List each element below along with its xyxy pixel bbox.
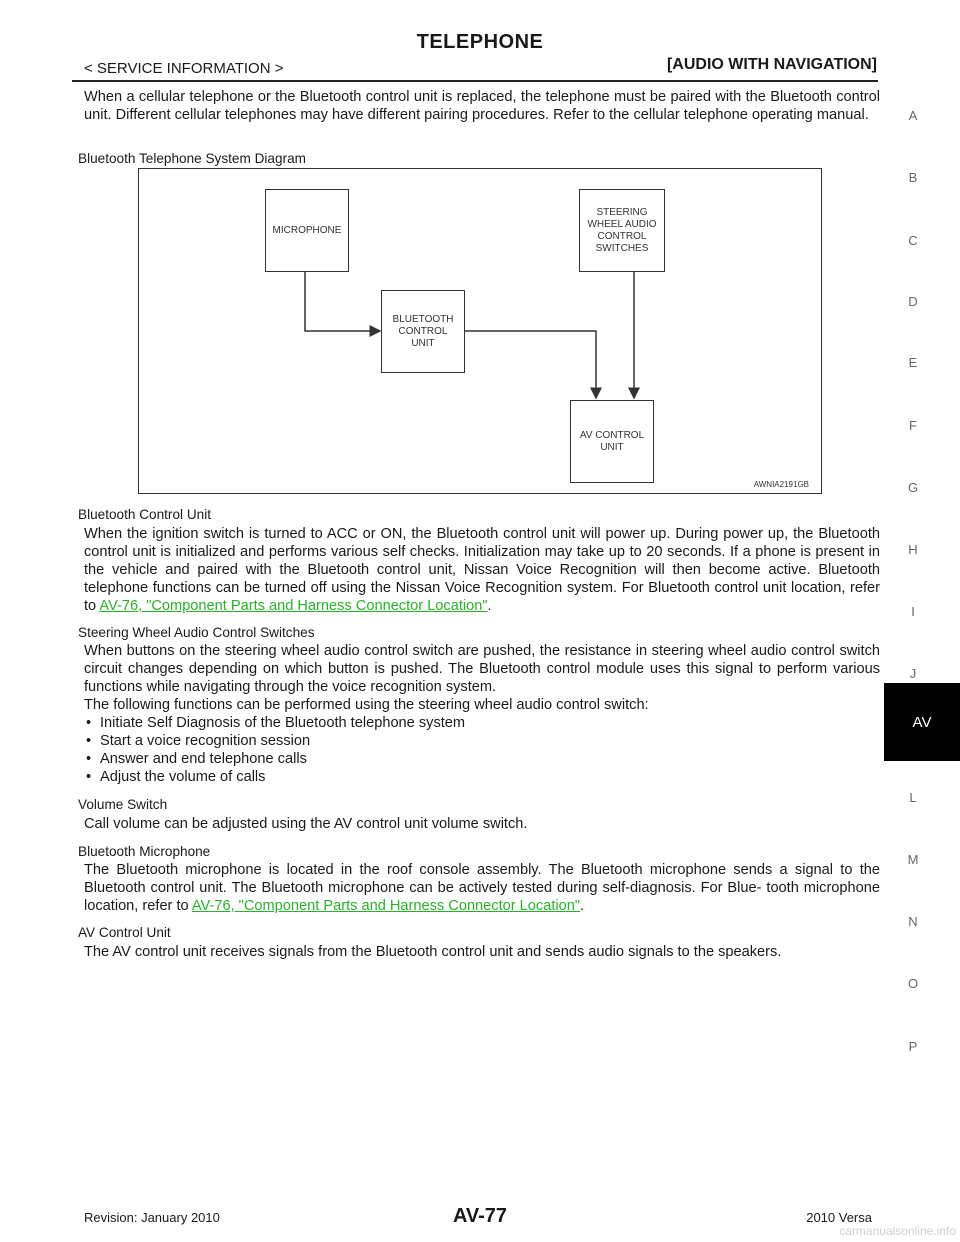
section-label: [AUDIO WITH NAVIGATION] bbox=[666, 56, 877, 73]
revision-date: Revision: January 2010 bbox=[84, 1210, 220, 1225]
side-tab-l[interactable]: L bbox=[909, 790, 917, 805]
section-body-bluetooth-microphone: The Bluetooth microphone is located in t… bbox=[84, 862, 880, 914]
steering-switches-box: STEERING WHEEL AUDIO CONTROL SWITCHES bbox=[579, 189, 665, 272]
diagram-caption: Bluetooth Telephone System Diagram bbox=[78, 151, 306, 166]
section-heading-volume-switch: Volume Switch bbox=[78, 797, 168, 812]
side-tab-b[interactable]: B bbox=[908, 170, 918, 185]
functions-intro: The following functions can be performed… bbox=[84, 697, 649, 713]
functions-list: Initiate Self Diagnosis of the Bluetooth… bbox=[86, 714, 465, 786]
diagram-connectors bbox=[304, 271, 640, 400]
side-tab-o[interactable]: O bbox=[907, 976, 919, 991]
vehicle-model: 2010 Versa bbox=[806, 1210, 872, 1225]
bluetooth-to-av-line bbox=[464, 330, 602, 400]
page-title: TELEPHONE bbox=[416, 31, 544, 53]
side-tab-d[interactable]: D bbox=[908, 294, 918, 309]
component-parts-link[interactable]: AV-76, "Component Parts and Harness Conn… bbox=[191, 898, 581, 914]
page-number: AV-77 bbox=[452, 1205, 508, 1227]
av-control-unit-box: AV CONTROL UNIT bbox=[570, 400, 654, 483]
list-item: Start a voice recognition session bbox=[86, 732, 465, 750]
section-heading-av-control-unit: AV Control Unit bbox=[78, 925, 171, 940]
bluetooth-control-unit-box: BLUETOOTH CONTROL UNIT bbox=[381, 290, 465, 373]
mic-to-bluetooth-line bbox=[304, 271, 382, 337]
diagram-id: AWNIA2191GB bbox=[753, 480, 809, 489]
section-body-bluetooth-control-unit: When the ignition switch is turned to AC… bbox=[84, 526, 880, 614]
component-parts-link[interactable]: AV-76, "Component Parts and Harness Conn… bbox=[99, 598, 488, 614]
section-heading-steering-switches: Steering Wheel Audio Control Switches bbox=[78, 625, 315, 640]
side-tab-c[interactable]: C bbox=[908, 233, 918, 248]
system-diagram: MICROPHONE STEERING WHEEL AUDIO CONTROL … bbox=[138, 168, 822, 494]
side-tab-i[interactable]: I bbox=[911, 604, 915, 619]
section-body-steering-switches: When buttons on the steering wheel audio… bbox=[84, 643, 880, 695]
intro-paragraph: When a cellular telephone or the Bluetoo… bbox=[84, 89, 880, 123]
side-tab-a[interactable]: A bbox=[908, 108, 918, 123]
list-item: Adjust the volume of calls bbox=[86, 768, 465, 786]
side-tab-n[interactable]: N bbox=[908, 914, 918, 929]
side-tab-e[interactable]: E bbox=[908, 355, 918, 370]
section-heading-bluetooth-control-unit: Bluetooth Control Unit bbox=[78, 507, 211, 522]
watermark: carmanualsonline.info bbox=[839, 1224, 956, 1238]
side-tab-av-active[interactable]: AV bbox=[884, 683, 960, 761]
service-information-label: < SERVICE INFORMATION > bbox=[84, 60, 284, 77]
side-tab-p[interactable]: P bbox=[908, 1039, 918, 1054]
side-tab-j[interactable]: J bbox=[909, 666, 917, 681]
side-tab-h[interactable]: H bbox=[908, 542, 918, 557]
list-item: Answer and end telephone calls bbox=[86, 750, 465, 768]
section-body-volume-switch: Call volume can be adjusted using the AV… bbox=[84, 816, 528, 832]
header-divider bbox=[72, 80, 878, 82]
section-body-av-control-unit: The AV control unit receives signals fro… bbox=[84, 944, 782, 960]
microphone-box: MICROPHONE bbox=[265, 189, 349, 272]
side-tab-m[interactable]: M bbox=[907, 852, 919, 867]
side-tab-g[interactable]: G bbox=[907, 480, 919, 495]
side-tab-f[interactable]: F bbox=[909, 418, 917, 433]
section-heading-bluetooth-microphone: Bluetooth Microphone bbox=[78, 844, 211, 859]
list-item: Initiate Self Diagnosis of the Bluetooth… bbox=[86, 714, 465, 732]
